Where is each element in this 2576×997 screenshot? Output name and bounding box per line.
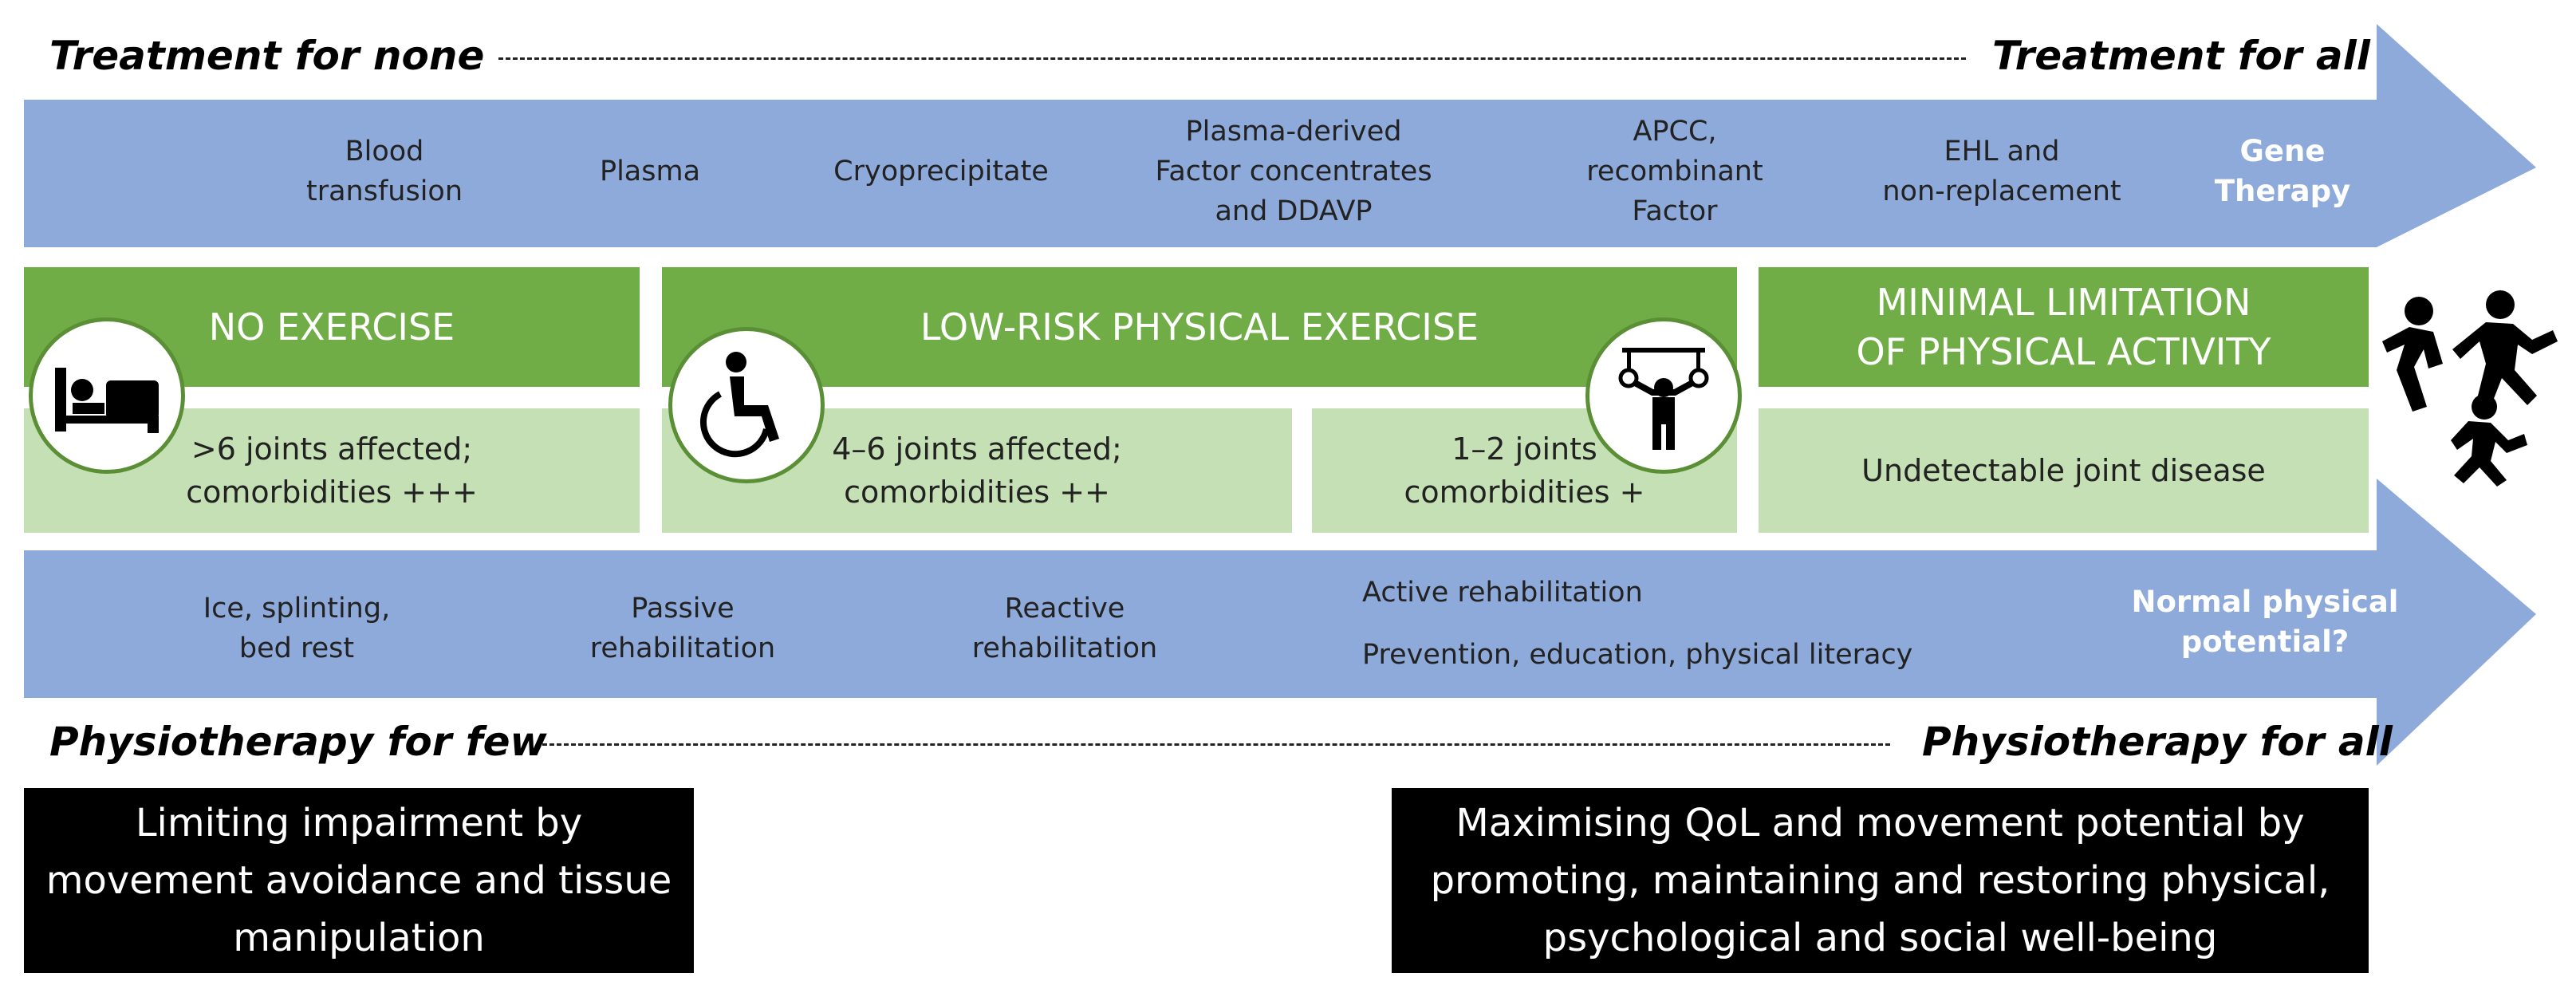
low-risk-exercise-box: LOW-RISK PHYSICAL EXERCISE bbox=[662, 267, 1737, 387]
physiotherapy-for-few-heading: Physiotherapy for few bbox=[49, 719, 547, 765]
maximising-qol-box: Maximising QoL and movement potential by… bbox=[1392, 788, 2369, 973]
normal-physical-potential: Normal physical potential? bbox=[2131, 585, 2399, 659]
treatment-for-none-heading: Treatment for none bbox=[49, 33, 485, 79]
therapy-ice-splinting: Ice, splinting, bed rest bbox=[203, 593, 391, 664]
gymnast-icon bbox=[1618, 348, 1709, 450]
bed-icon bbox=[55, 368, 159, 433]
treatment-blood-transfusion: Blood transfusion bbox=[305, 136, 463, 207]
bed-icon-circle bbox=[29, 317, 185, 474]
top-arrow bbox=[24, 24, 2536, 247]
treatment-gene-therapy: Gene Therapy bbox=[2214, 134, 2351, 208]
treatment-plasma-derived: Plasma-derived Factor concentrates and D… bbox=[1155, 116, 1432, 227]
treatment-for-all-heading: Treatment for all bbox=[1992, 33, 2370, 79]
wheelchair-icon-circle bbox=[668, 327, 825, 483]
therapy-active: Active rehabilitation bbox=[1362, 577, 1643, 609]
undetectable-box: Undetectable joint disease bbox=[1759, 408, 2369, 533]
top-dashed-line bbox=[498, 57, 1966, 60]
treatment-apcc: APCC, recombinant Factor bbox=[1586, 116, 1763, 227]
therapy-prevention: Prevention, education, physical literacy bbox=[1362, 639, 1913, 671]
minimal-limitation-box: MINIMAL LIMITATION OF PHYSICAL ACTIVITY bbox=[1759, 267, 2369, 387]
running-people-icon bbox=[2382, 290, 2558, 487]
wheelchair-icon bbox=[700, 352, 779, 458]
bottom-dashed-line bbox=[542, 743, 1890, 746]
treatment-ehl: EHL and non-replacement bbox=[1882, 136, 2121, 207]
physiotherapy-for-all-heading: Physiotherapy for all bbox=[1922, 719, 2393, 765]
treatment-cryoprecipitate: Cryoprecipitate bbox=[833, 156, 1049, 187]
bottom-arrow-shape bbox=[24, 479, 2536, 766]
limiting-impairment-box: Limiting impairment by movement avoidanc… bbox=[24, 788, 694, 973]
therapy-reactive: Reactive rehabilitation bbox=[971, 593, 1158, 664]
therapy-passive: Passive rehabilitation bbox=[589, 593, 776, 664]
treatment-plasma: Plasma bbox=[599, 156, 701, 187]
gymnast-icon-circle bbox=[1585, 317, 1742, 474]
